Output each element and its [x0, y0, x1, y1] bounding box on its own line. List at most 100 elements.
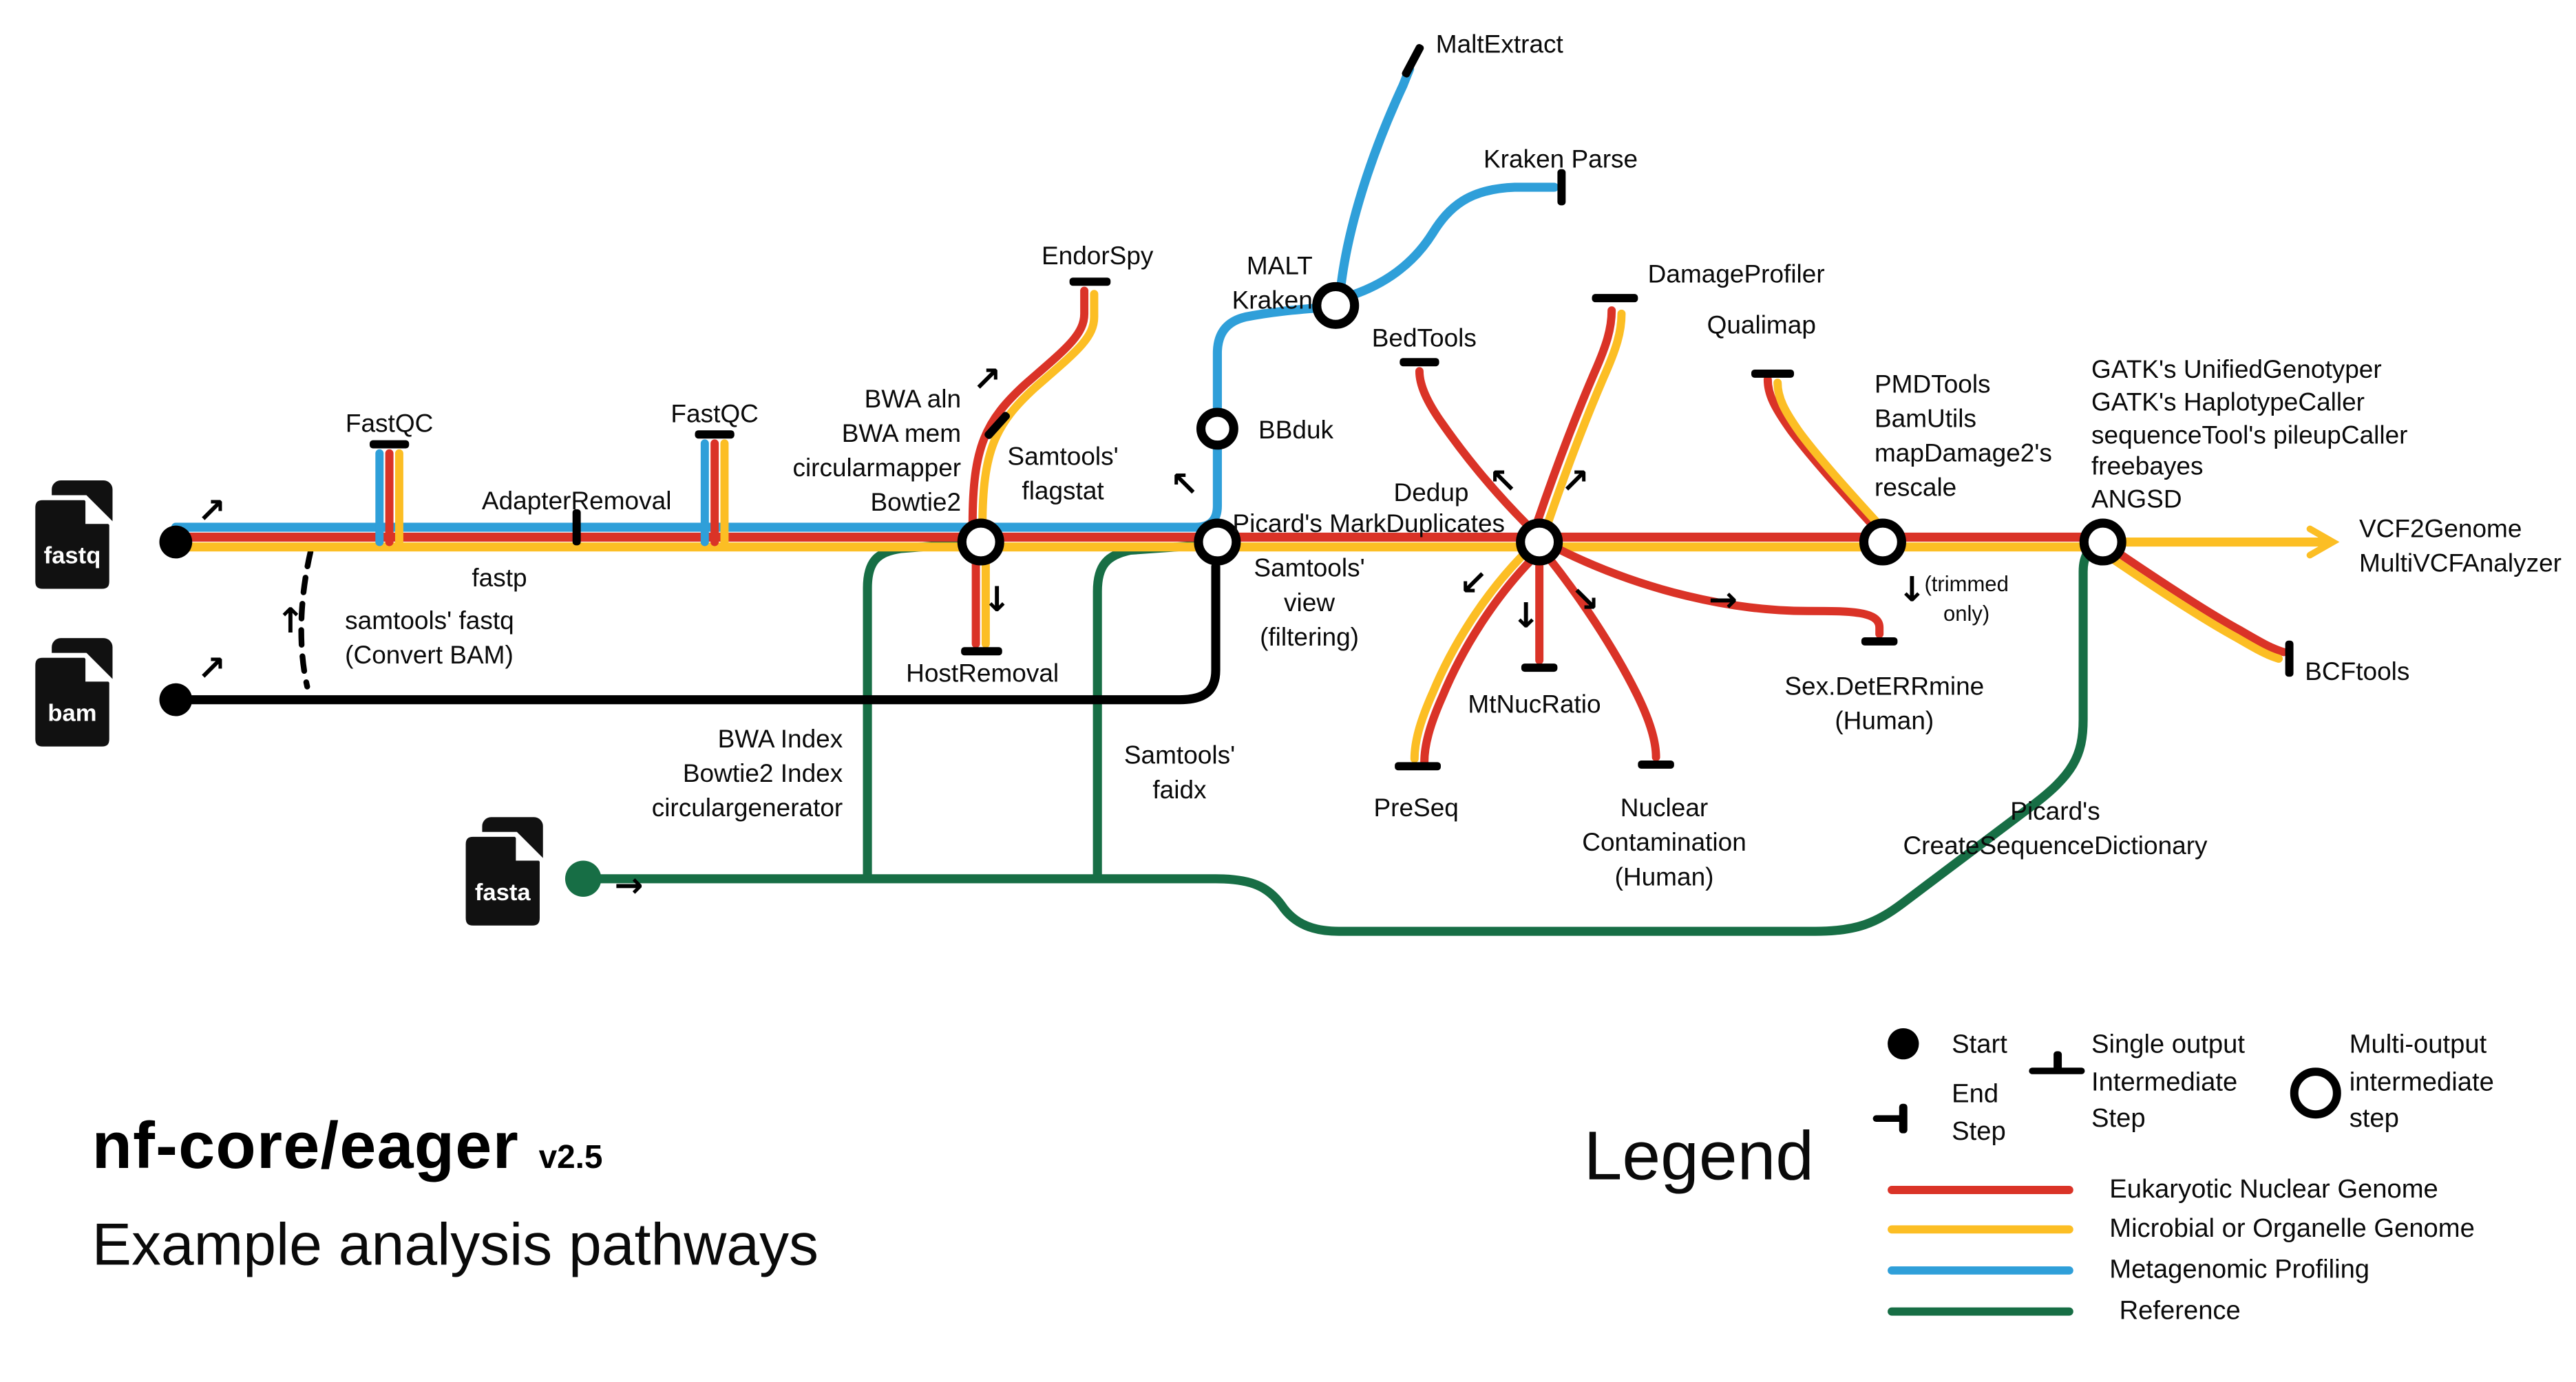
node-malt-kraken: [1312, 281, 1360, 329]
qualimap-branch-yellow: [1773, 379, 1889, 535]
label-samtools-view: Samtools' view (filtering): [1254, 555, 1365, 652]
legend-start-icon: [1888, 1028, 1919, 1060]
legend-green-line-label: Reference: [2119, 1297, 2241, 1326]
node-samtools-view: [1194, 518, 1241, 566]
fastq-start-dot: [159, 525, 193, 559]
pipeline-version: v2.5: [538, 1140, 603, 1176]
sexdeterrmine-end-bar: [1861, 637, 1898, 646]
label-bbduk: BBduk: [1258, 417, 1334, 445]
direction-arrow-icon: ↑: [276, 600, 305, 641]
main-trunk: [171, 525, 2340, 559]
damageprofiler-end-bar: [1592, 294, 1638, 303]
label-nuclear-contamination: Nuclear Contamination (Human): [1582, 795, 1746, 893]
mtnucratio-end-bar: [1521, 663, 1558, 672]
qualimap-end-bar: [1751, 369, 1795, 378]
fasta-file-label: fasta: [475, 880, 531, 906]
legend-yellow-line-label: Microbial or Organelle Genome: [2109, 1215, 2475, 1244]
legend-end-step-label: End Step: [1952, 1081, 2006, 1147]
direction-arrow-icon: →: [615, 864, 644, 905]
fastqc-stub-2: [700, 439, 729, 546]
direction-arrow-icon: →: [1709, 579, 1738, 619]
label-samtools-faidx: Samtools' faidx: [1123, 742, 1236, 805]
start-dots: [159, 525, 602, 897]
label-preseq: PreSeq: [1373, 795, 1459, 823]
label-malt-kraken: MALT Kraken: [1232, 253, 1313, 316]
nuclear-contamination-end-bar: [1638, 760, 1674, 769]
legend-yellow-line-swatch: [1888, 1225, 2073, 1234]
direction-arrow-icon: ↓: [1897, 568, 1926, 609]
bam-file-icon: bam: [30, 632, 118, 752]
label-dedup: Dedup: [1393, 479, 1469, 508]
label-mtnucratio: MtNucRatio: [1468, 691, 1601, 720]
direction-arrow-icon: ↓: [982, 579, 1011, 619]
fastq-file-icon: fastq: [30, 475, 118, 594]
label-bcftools: BCFtools: [2305, 658, 2410, 687]
direction-arrow-icon: ↖: [1488, 460, 1517, 501]
legend-blue-line-swatch: [1888, 1266, 2073, 1275]
legend-red-line-label: Eukaryotic Nuclear Genome: [2109, 1176, 2438, 1204]
legend-end-step-icon: [1899, 1103, 1908, 1134]
label-bedtools: BedTools: [1371, 325, 1477, 354]
bam-line: [171, 549, 1221, 705]
bam-file-label: bam: [47, 701, 96, 727]
label-samtools-flagstat: Samtools' flagstat: [1007, 443, 1119, 507]
direction-arrow-icon: ↘: [1570, 579, 1599, 619]
bam-start-dot: [159, 683, 193, 716]
fasta-file-icon: fasta: [461, 812, 548, 931]
damageprofiler-branch-yellow: [1543, 309, 1626, 529]
direction-arrow-icon: ↗: [973, 359, 1002, 399]
adapterremoval-step-tick: [572, 509, 581, 546]
maltextract-end-bar: [1402, 44, 1424, 78]
sexdeterrmine-branch: [1553, 544, 1884, 639]
node-dedup-markduplicates: [1516, 518, 1563, 566]
label-damageprofiler: DamageProfiler: [1647, 261, 1825, 290]
bedtools-end-bar: [1400, 358, 1439, 367]
label-fastqc-1: FastQC: [345, 410, 434, 439]
direction-arrows: ↗ ↑ ↗ ↗ ↓ ↖ ↖ ↗ ↙ ↓ ↘ → ↓ →: [197, 359, 1926, 905]
terminal-bars: [369, 44, 2294, 771]
fastqc-stub-1: [375, 449, 403, 546]
direction-arrow-icon: ↗: [197, 490, 226, 531]
bcftools-branch-red: [2110, 546, 2288, 657]
label-hostremoval: HostRemoval: [906, 660, 1059, 688]
node-bbduk: [1196, 407, 1238, 450]
legend-single-output-label: Single output Intermediate Step: [2091, 1031, 2245, 1134]
page-subtitle: Example analysis pathways: [92, 1210, 819, 1278]
fastqc1-end-bar: [369, 440, 410, 449]
label-damage-tools: PMDTools BamUtils mapDamage2's rescale: [1874, 371, 2052, 503]
bcftools-branch-yellow: [2105, 553, 2283, 663]
label-trimmed-only: (trimmed only): [1924, 571, 2009, 626]
intermediate-nodes: [957, 281, 2126, 566]
label-kraken-parse: Kraken Parse: [1484, 146, 1638, 174]
legend-multi-output-label: Multi-output intermediate step: [2349, 1031, 2494, 1134]
label-samtools-fastq: samtools' fastq (Convert BAM): [345, 608, 514, 670]
label-maltextract: MaltExtract: [1435, 31, 1563, 59]
label-picard-csd: Picard's CreateSequenceDictionary: [1903, 798, 2208, 861]
label-fastp: fastp: [472, 564, 527, 593]
legend-start-label: Start: [1952, 1031, 2007, 1060]
label-fastqc-2: FastQC: [671, 401, 759, 429]
label-adapterremoval: AdapterRemoval: [481, 487, 672, 516]
node-aligners: [957, 518, 1004, 566]
legend-red-line-swatch: [1888, 1186, 2073, 1194]
bcftools-end-bar: [2285, 640, 2294, 677]
fasta-start-dot: [564, 860, 602, 897]
fastqc2-end-bar: [695, 430, 735, 439]
legend-single-output-icon: [2029, 1067, 2085, 1074]
preseq-branch-red: [1420, 555, 1536, 767]
endorspy-branch: [968, 286, 1099, 532]
preseq-branch-yellow: [1410, 553, 1525, 763]
node-damage-tools: [1859, 518, 1906, 566]
maltextract-branch: [1335, 64, 1415, 294]
legend-multi-output-icon: [2290, 1067, 2341, 1119]
kraken-parse-branch: [1346, 182, 1559, 301]
label-index-tools: BWA Index Bowtie2 Index circulargenerato…: [651, 725, 843, 824]
label-qualimap: Qualimap: [1707, 312, 1816, 341]
label-picard-markduplicates: Picard's MarkDuplicates: [1232, 511, 1506, 539]
label-sexdeterrmine: Sex.DetERRmine (Human): [1784, 673, 1985, 736]
legend-title: Legend: [1583, 1116, 1815, 1194]
hostremoval-stub: [971, 555, 990, 648]
